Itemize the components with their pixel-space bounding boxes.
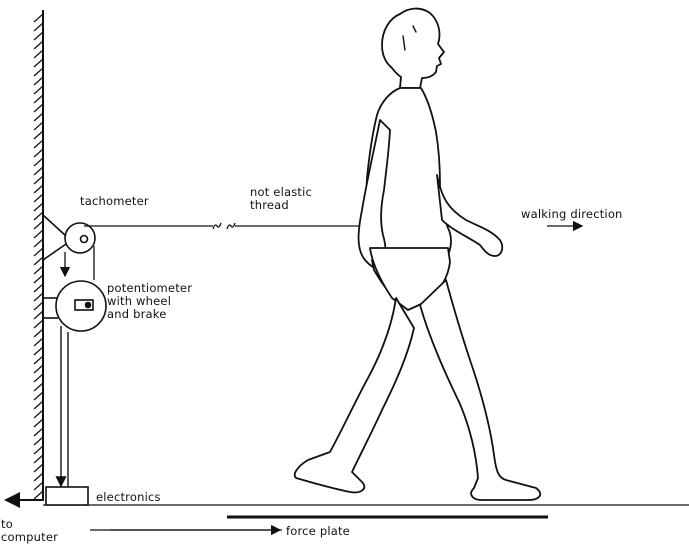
potentiometer-wheel-icon — [43, 281, 106, 331]
wall-hatch-line — [34, 185, 43, 193]
wall-hatch-line — [34, 383, 43, 391]
wall-hatch-line — [34, 311, 43, 319]
wall-hatch-line — [34, 149, 43, 157]
wall-hatch-line — [34, 455, 43, 463]
wall-hatch-line — [34, 194, 43, 202]
wall-hatch-line — [34, 221, 43, 229]
wall-hatch-line — [34, 14, 43, 22]
wall-hatch-line — [34, 491, 43, 499]
walking-man-figure — [295, 9, 540, 500]
wall-hatch-line — [34, 365, 43, 373]
wall-hatch-line — [34, 122, 43, 130]
wall-hatch-line — [34, 167, 43, 175]
wall-hatch-line — [34, 257, 43, 265]
potentiometer-label: potentiometer with wheel and brake — [107, 282, 192, 321]
electronics-label: electronics — [96, 491, 161, 504]
wall-hatch-line — [34, 104, 43, 112]
wall-hatch-line — [34, 41, 43, 49]
wall-hatch-line — [34, 95, 43, 103]
thread-label: not elastic thread — [250, 186, 312, 212]
electronics-box-icon — [46, 487, 88, 505]
wall-hatch-line — [34, 131, 43, 139]
wall-hatch-line — [34, 338, 43, 346]
wall-hatch-line — [34, 203, 43, 211]
wall-hatch-line — [34, 329, 43, 337]
wall-hatch-line — [34, 446, 43, 454]
wall-hatch-line — [34, 158, 43, 166]
wall-hatch-line — [34, 428, 43, 436]
wall-hatch-line — [34, 302, 43, 310]
wall-hatch-line — [34, 284, 43, 292]
wall-hatch-line — [34, 419, 43, 427]
wall-hatch-line — [34, 464, 43, 472]
walking-direction-label: walking direction — [521, 208, 623, 221]
wall-hatch-line — [34, 176, 43, 184]
wall-hatch-line — [34, 392, 43, 400]
wall-hatch-line — [34, 239, 43, 247]
wall-hatch-line — [34, 293, 43, 301]
wall-hatch-line — [34, 32, 43, 40]
wall-hatch-line — [34, 473, 43, 481]
wall-hatch-line — [34, 374, 43, 382]
wall-hatch-line — [34, 266, 43, 274]
thread-line — [84, 223, 365, 229]
wall-hatch-line — [34, 275, 43, 283]
wall-hatch-line — [34, 86, 43, 94]
wall — [34, 10, 43, 500]
wall-hatch-line — [34, 482, 43, 490]
wall-hatch-line — [34, 68, 43, 76]
wall-hatch-line — [34, 401, 43, 409]
wall-hatch-line — [34, 356, 43, 364]
wall-hatch-line — [34, 59, 43, 67]
wall-hatch-line — [34, 212, 43, 220]
tachometer-icon — [43, 215, 95, 260]
tachometer-label: tachometer — [80, 195, 149, 208]
belt-arrows — [65, 246, 94, 280]
wall-hatch-line — [34, 347, 43, 355]
cable-line — [61, 326, 68, 488]
wall-hatch-line — [34, 410, 43, 418]
wall-hatch-line — [34, 248, 43, 256]
force-plate-label: force plate — [286, 525, 350, 538]
wall-hatch-line — [34, 77, 43, 85]
wall-hatch-line — [34, 113, 43, 121]
to-computer-label: to computer — [1, 518, 58, 544]
wall-hatch-line — [34, 140, 43, 148]
wall-hatch-line — [34, 230, 43, 238]
wall-hatch-line — [34, 23, 43, 31]
wall-hatch-line — [34, 50, 43, 58]
wall-hatch-line — [34, 437, 43, 445]
wall-hatch-line — [34, 320, 43, 328]
